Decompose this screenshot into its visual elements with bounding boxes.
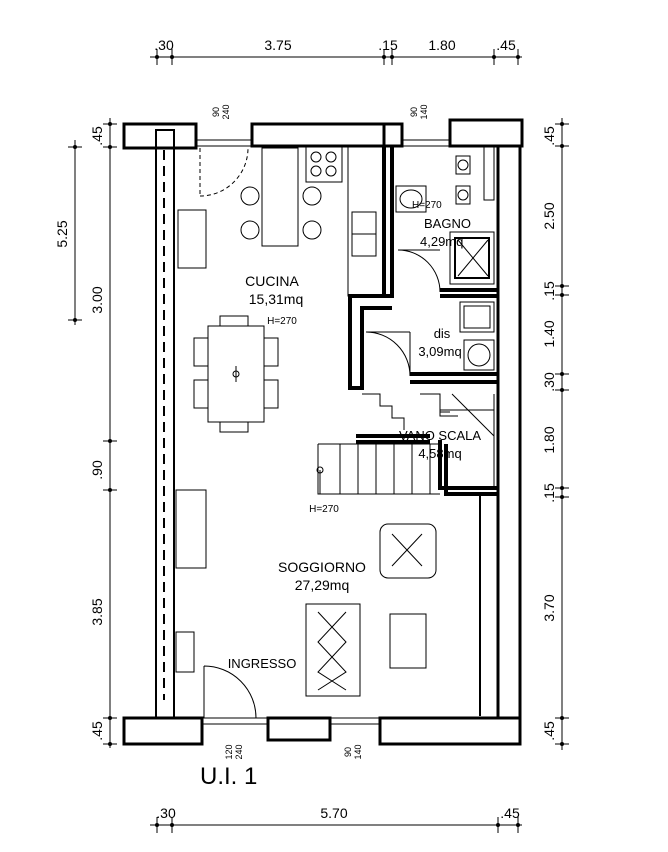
room-area-soggiorno: 27,29mq bbox=[295, 577, 349, 593]
stove bbox=[305, 145, 343, 183]
room-name-cucina: CUCINA bbox=[245, 273, 299, 289]
top-dim-3: .15 bbox=[378, 37, 398, 53]
room-area-cucina: 15,31mq bbox=[249, 291, 303, 307]
left-inner-dim: 5.25 bbox=[54, 220, 70, 247]
top-dim-4: 1.80 bbox=[428, 37, 455, 53]
right-dim-3: .15 bbox=[541, 281, 557, 301]
right-dimension-chain: .45 2.50 .15 1.40 .30 1.80 .15 3.70 .45 bbox=[541, 118, 569, 750]
window-mark-tr-2: 140 bbox=[419, 104, 429, 119]
bottom-dim-2: 5.70 bbox=[320, 805, 347, 821]
window-mark-br-1: 90 bbox=[343, 747, 353, 757]
right-dim-5: .30 bbox=[541, 372, 557, 392]
top-dimension-chain: .30 3.75 .15 1.80 .45 bbox=[150, 37, 522, 65]
dis-fixtures bbox=[459, 301, 495, 371]
right-dim-2: 2.50 bbox=[541, 202, 557, 229]
top-dim-2: 3.75 bbox=[264, 37, 291, 53]
room-area-vano-scala: 4,58mq bbox=[418, 446, 461, 461]
room-height-bagno: H=270 bbox=[412, 200, 442, 211]
window-markers: 90 240 90 140 120 240 90 140 bbox=[211, 104, 429, 759]
bottom-dimension-chain: .30 5.70 .45 bbox=[150, 805, 522, 833]
room-name-bagno: BAGNO bbox=[424, 216, 471, 231]
living-furniture bbox=[175, 489, 437, 697]
room-area-bagno: 4,29mq bbox=[420, 234, 463, 249]
left-outer-dimension-chain: .45 3.00 .90 3.85 .45 bbox=[89, 118, 117, 748]
right-dim-6: 1.80 bbox=[541, 426, 557, 453]
window-mark-bl-1: 120 bbox=[224, 744, 234, 759]
bottom-dim-1: .30 bbox=[156, 805, 176, 821]
exterior-walls bbox=[122, 118, 524, 746]
right-dim-1: .45 bbox=[541, 126, 557, 146]
room-name-soggiorno: SOGGIORNO bbox=[278, 559, 366, 575]
left-inner-dimension: 5.25 bbox=[54, 140, 82, 325]
shower bbox=[449, 231, 495, 285]
window-mark-tl-1: 90 bbox=[211, 107, 221, 117]
left-dim-3: .90 bbox=[89, 460, 105, 480]
top-dim-1: .30 bbox=[154, 37, 174, 53]
left-dim-4: 3.85 bbox=[89, 598, 105, 625]
room-height-soggiorno: H=270 bbox=[309, 504, 339, 515]
room-labels: CUCINA 15,31mq H=270 H=270 BAGNO 4,29mq … bbox=[228, 200, 482, 671]
window-mark-tl-2: 240 bbox=[221, 104, 231, 119]
window-mark-bl-2: 240 bbox=[234, 744, 244, 759]
right-dim-8: 3.70 bbox=[541, 594, 557, 621]
room-name-vano-scala: VANO SCALA bbox=[399, 428, 481, 443]
room-name-ingresso: INGRESSO bbox=[228, 656, 297, 671]
right-dim-4: 1.40 bbox=[541, 320, 557, 347]
right-dim-9: .45 bbox=[541, 721, 557, 741]
kitchen-fixtures bbox=[177, 145, 385, 297]
room-area-dis: 3,09mq bbox=[418, 344, 461, 359]
left-dim-2: 3.00 bbox=[89, 286, 105, 313]
window-mark-tr-1: 90 bbox=[409, 107, 419, 117]
window-mark-br-2: 140 bbox=[353, 744, 363, 759]
bottom-dim-3: .45 bbox=[500, 805, 520, 821]
staircase bbox=[316, 393, 495, 495]
top-dim-5: .45 bbox=[496, 37, 516, 53]
left-dim-5: .45 bbox=[89, 721, 105, 741]
right-dim-7: .15 bbox=[541, 483, 557, 503]
dining-table bbox=[193, 315, 279, 433]
doors bbox=[199, 147, 441, 719]
unit-label: U.I. 1 bbox=[200, 763, 257, 790]
room-height-cucina: H=270 bbox=[267, 316, 297, 327]
room-name-dis: dis bbox=[434, 326, 451, 341]
left-dim-1: .45 bbox=[89, 126, 105, 146]
bathroom-fixtures bbox=[395, 145, 495, 285]
